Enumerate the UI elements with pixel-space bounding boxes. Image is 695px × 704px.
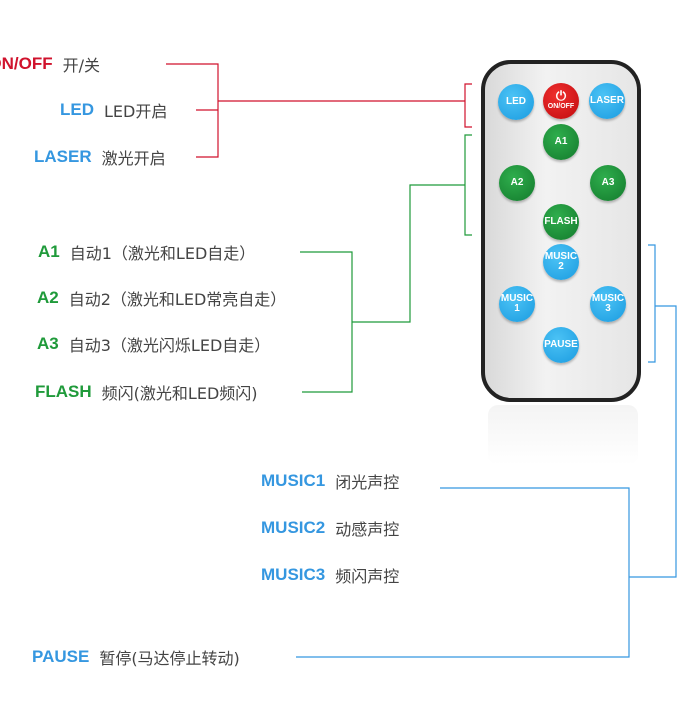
desc: 自动3（激光闪烁LED自走） [68,336,271,355]
label-a1: A1 自动1（激光和LED自走） [38,240,255,264]
label-a2: A2 自动2（激光和LED常亮自走） [37,286,286,310]
blue-connector [296,244,677,658]
green-connector [300,134,472,393]
key: PAUSE [32,647,90,666]
key: FLASH [35,382,92,401]
power-icon: ⏻ [555,88,567,103]
a3-button[interactable]: A3 [590,165,626,201]
key: LASER [34,147,92,166]
desc: 频闪(激光和LED频闪) [101,384,258,403]
flash-button-label: FLASH [544,216,578,227]
label-laser: LASER 激光开启 [34,145,166,169]
desc: 闭光声控 [335,473,400,492]
label-music2: MUSIC2 动感声控 [261,516,399,540]
desc: 开/关 [62,56,100,75]
key: A2 [37,288,59,307]
music1-number: 1 [514,303,520,314]
music1-label: MUSIC [500,293,534,304]
laser-button-label: LASER [590,95,624,106]
key: LED [60,100,94,119]
desc: 自动2（激光和LED常亮自走） [68,290,287,309]
key: MUSIC2 [261,518,326,537]
label-flash: FLASH 频闪(激光和LED频闪) [35,380,258,404]
label-pause: PAUSE 暂停(马达停止转动) [32,645,240,669]
a1-button-label: A1 [554,136,568,147]
label-onoff: ON/OFF 开/关 [0,52,100,76]
flash-button[interactable]: FLASH [543,204,579,240]
music3-label: MUSIC [591,293,625,304]
desc: LED开启 [104,102,168,121]
led-button[interactable]: LED [498,84,534,120]
desc: 暂停(马达停止转动) [99,649,240,668]
a2-button-label: A2 [510,177,524,188]
label-music1: MUSIC1 闭光声控 [261,469,399,493]
desc: 动感声控 [335,520,400,539]
desc: 激光开启 [101,149,166,168]
remote-reflection [488,405,638,465]
laser-button[interactable]: LASER [589,83,625,119]
a2-button[interactable]: A2 [499,165,535,201]
pause-button[interactable]: PAUSE [543,327,579,363]
music3-number: 3 [605,303,611,314]
label-led: LED LED开启 [60,98,167,122]
a3-button-label: A3 [601,177,615,188]
onoff-button[interactable]: ⏻ON/OFF [543,83,579,119]
label-music3: MUSIC3 频闪声控 [261,563,399,587]
music2-number: 2 [558,261,564,272]
pause-button-label: PAUSE [544,339,578,350]
led-button-label: LED [506,96,526,107]
key: A1 [38,242,60,261]
key: MUSIC1 [261,471,326,490]
red-connector [166,63,472,158]
a1-button[interactable]: A1 [543,124,579,160]
onoff-button-label: ON/OFF [547,103,575,110]
key: MUSIC3 [261,565,326,584]
label-a3: A3 自动3（激光闪烁LED自走） [37,332,270,356]
music2-label: MUSIC [544,251,578,262]
desc: 频闪声控 [335,567,400,586]
desc: 自动1（激光和LED自走） [69,244,256,263]
key: A3 [37,334,59,353]
key: ON/OFF [0,54,53,73]
